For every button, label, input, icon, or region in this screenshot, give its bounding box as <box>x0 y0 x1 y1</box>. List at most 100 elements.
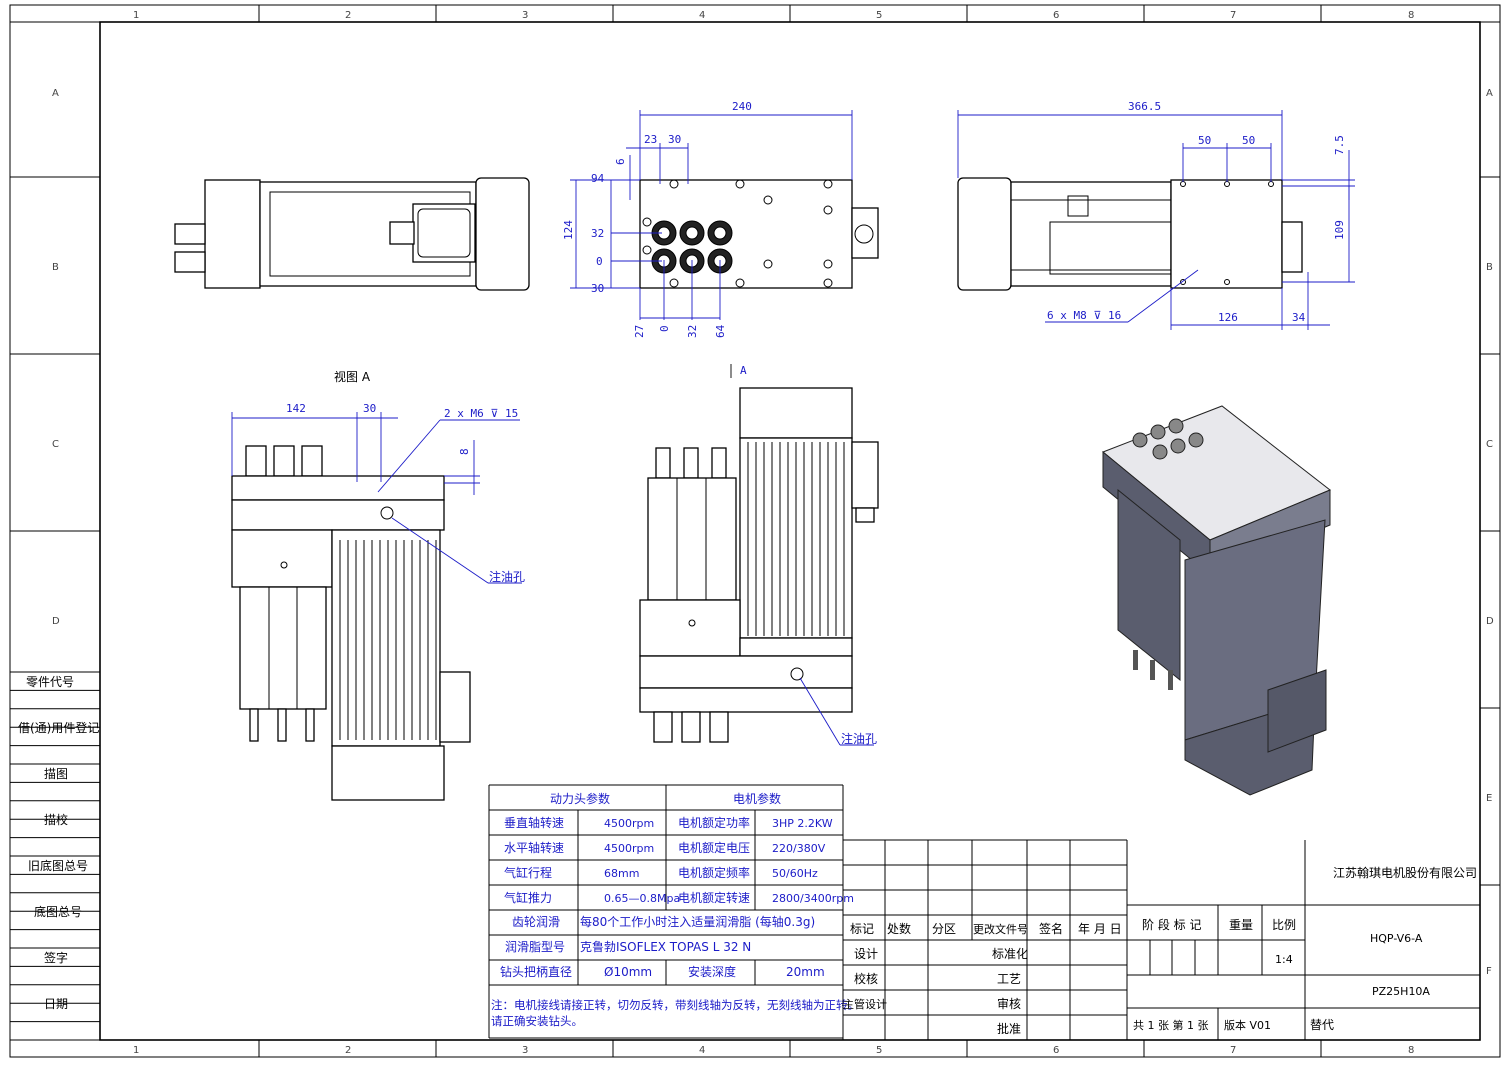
dim-6: 6 <box>614 158 627 165</box>
rev-header: 分区 <box>932 922 956 936</box>
dim-366-5: 366.5 <box>1128 100 1161 113</box>
zone-col-top: 4 <box>699 10 705 21</box>
dim-64-x: 64 <box>714 324 727 338</box>
zone-col-bottom: 2 <box>345 1045 351 1056</box>
depth-value: 20mm <box>786 965 825 979</box>
zone-col-top: 8 <box>1408 10 1414 21</box>
bottom-face-view: 240 23 30 6 124 94 32 0 30 27 0 32 64 <box>562 100 879 338</box>
param-value: 4500rpm <box>604 817 654 830</box>
zone-row-right: A <box>1486 88 1493 99</box>
bolt-hole <box>823 205 833 215</box>
param-value: 220/380V <box>772 842 826 855</box>
bolt-hole <box>823 259 833 269</box>
oil-hole-label-a: 注油孔 <box>489 569 525 584</box>
dim-30-a: 30 <box>363 402 376 415</box>
gear-label: 齿轮润滑 <box>512 915 560 929</box>
param-value: 68mm <box>604 867 639 880</box>
view-a: 视图 A 142 30 2 x M6 ⊽ 15 8 注油孔 <box>231 369 525 801</box>
oil-hole-label-front: 注油孔 <box>841 731 877 746</box>
zone-col-top: 5 <box>876 10 882 21</box>
role-label: 校核 <box>854 971 878 986</box>
front-view: A 注油孔 <box>639 364 879 746</box>
dim-32-x: 32 <box>686 325 699 338</box>
zone-col-top: 2 <box>345 10 351 21</box>
motor-params-title: 电机参数 <box>733 791 781 806</box>
zone-col-bottom: 7 <box>1230 1045 1236 1056</box>
rev-header: 标记 <box>850 922 874 936</box>
side-label: 底图总号 <box>34 904 82 919</box>
param-label: 水平轴转速 <box>504 840 564 855</box>
bolt-hole <box>823 278 833 288</box>
zone-col-top: 6 <box>1053 10 1059 21</box>
zone-row-left: A <box>52 88 59 99</box>
depth-label: 安装深度 <box>688 964 736 979</box>
dim-8: 8 <box>458 448 471 455</box>
role-label: 主管设计 <box>843 997 887 1011</box>
zone-col-top: 3 <box>522 10 528 21</box>
rev-header: 签名 <box>1039 921 1063 936</box>
zone-col-bottom: 8 <box>1408 1045 1414 1056</box>
company-name: 江苏翰琪电机股份有限公司 <box>1333 865 1477 880</box>
zone-col-top: 7 <box>1230 10 1236 21</box>
weight-label: 重量 <box>1229 918 1253 932</box>
scale-value: 1:4 <box>1275 953 1293 966</box>
dim-126: 126 <box>1218 311 1238 324</box>
side-label-table: 零件代号 借(通)用件登记 描图 描校 旧底图总号 底图总号 签字 日期 <box>10 671 100 1041</box>
title-block: 标记 处数 分区 更改文件号 签名 年 月 日 设计 校核 主管设计 标准化 工… <box>842 839 1480 1040</box>
drawing-code: PZ25H10A <box>1372 985 1430 998</box>
dim-240: 240 <box>732 100 752 113</box>
bolt-hole <box>763 259 773 269</box>
bolt-hole <box>763 195 773 205</box>
param-label: 电机额定转速 <box>678 890 750 905</box>
zone-row-right: D <box>1486 616 1494 627</box>
dim-142: 142 <box>286 402 306 415</box>
rev-header: 处数 <box>887 921 911 936</box>
param-label: 气缸行程 <box>504 865 552 880</box>
shank-label: 钻头把柄直径 <box>500 964 572 979</box>
zone-col-bottom: 4 <box>699 1045 705 1056</box>
gear-value: 每80个工作小时注入适量润滑脂 (每轴0.3g) <box>580 914 815 929</box>
dim-94: 94 <box>591 172 605 185</box>
top-view-left <box>174 177 530 291</box>
param-label: 电机额定功率 <box>678 815 750 830</box>
side-label: 描图 <box>44 767 68 781</box>
zone-row-left: D <box>52 616 60 627</box>
zone-row-right: B <box>1486 262 1493 273</box>
rev-header: 更改文件号 <box>973 922 1028 936</box>
view-arrow-a: A <box>740 364 747 377</box>
bolt-hole <box>735 278 745 288</box>
dim-34: 34 <box>1292 311 1306 324</box>
zone-col-bottom: 1 <box>133 1045 139 1056</box>
side-label: 零件代号 <box>26 675 74 689</box>
side-label: 签字 <box>44 950 68 965</box>
dim-23: 23 <box>644 133 657 146</box>
view-a-title: 视图 A <box>334 369 371 384</box>
zone-row-right: C <box>1486 439 1493 450</box>
zone-col-bottom: 6 <box>1053 1045 1059 1056</box>
dim-32: 32 <box>591 227 604 240</box>
dim-30: 30 <box>668 133 681 146</box>
bolt-hole <box>823 179 833 189</box>
zone-labels: 1 2 3 4 5 6 7 8 1 2 3 4 5 6 7 8 A B C D … <box>52 10 1494 1056</box>
note-line-1: 注：电机接线请接正转，切勿反转，带刻线轴为反转，无刻线轴为正转。 <box>491 998 859 1012</box>
param-label: 电机额定电压 <box>678 840 750 855</box>
dim-109: 109 <box>1333 220 1346 240</box>
dim-50-b: 50 <box>1242 134 1255 147</box>
bolt-hole <box>735 179 745 189</box>
zone-row-right: F <box>1486 966 1492 977</box>
role-label: 审核 <box>997 996 1021 1011</box>
role-label: 设计 <box>854 947 878 961</box>
dim-50-a: 50 <box>1198 134 1211 147</box>
callout-6xM8: 6 x M8 ⊽ 16 <box>1047 309 1121 322</box>
param-value: 3HP 2.2KW <box>772 817 833 830</box>
param-value: 0.65—0.8Mpa <box>604 892 680 905</box>
dim-27: 27 <box>633 325 646 338</box>
spindle-bore <box>685 226 699 240</box>
bolt-hole <box>669 278 679 288</box>
role-label: 批准 <box>997 1021 1021 1036</box>
note-line-2: 请正确安装钻头。 <box>491 1014 583 1028</box>
replace-label: 替代 <box>1310 1018 1334 1032</box>
side-top-view: 366.5 50 50 7.5 109 126 34 6 x M8 ⊽ 16 <box>957 100 1355 330</box>
bolt-hole <box>642 217 652 227</box>
bolt-hole <box>669 179 679 189</box>
